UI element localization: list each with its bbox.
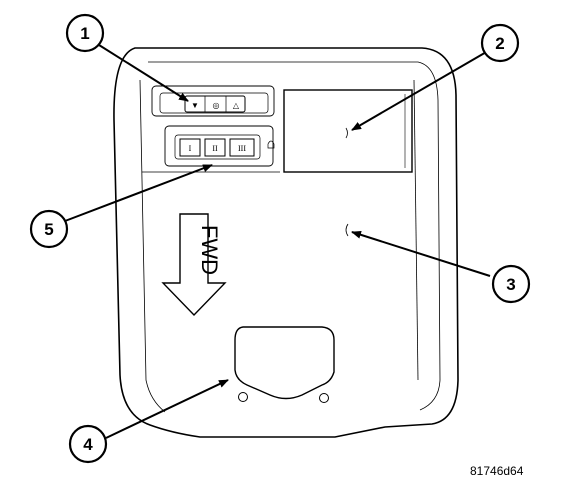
callout-1-label: 1 — [80, 24, 89, 43]
callout-5: 5 — [29, 209, 69, 249]
callout-1: 1 — [65, 13, 105, 53]
callout-4: 4 — [68, 424, 108, 464]
lamp-lens — [234, 326, 335, 403]
console-left-contour — [139, 79, 166, 413]
leader-line-2 — [351, 50, 489, 131]
console-inner-contour — [148, 61, 441, 411]
callout-4-label: 4 — [83, 435, 93, 454]
leader-line-3 — [351, 230, 491, 277]
leader-line-4 — [105, 379, 229, 439]
callout-5-label: 5 — [44, 220, 53, 239]
figure-id: 81746d64 — [470, 464, 524, 478]
callout-3: 3 — [491, 264, 531, 304]
callout-3-label: 3 — [506, 275, 515, 294]
upper-control-module: ▼ ◎ △ — [151, 85, 275, 117]
console-housing — [113, 47, 459, 438]
upper-button-1-glyph[interactable]: ▼ — [191, 101, 199, 110]
lower-button-3-glyph[interactable]: III — [238, 144, 246, 153]
lower-button-1-glyph[interactable]: I — [189, 144, 192, 153]
callout-2: 2 — [480, 23, 520, 63]
upper-button-2-glyph[interactable]: ◎ — [213, 101, 220, 110]
console-right-groove — [413, 79, 419, 381]
lower-button-2-glyph[interactable]: II — [212, 144, 218, 153]
small-indicator-icon — [267, 140, 275, 149]
fwd-arrow: FWD — [161, 213, 227, 317]
leader-line-1 — [98, 44, 189, 102]
upper-button-3-glyph[interactable]: △ — [233, 101, 240, 110]
console-surface-mark — [345, 223, 349, 237]
callout-2-label: 2 — [495, 34, 504, 53]
leader-line-5 — [64, 164, 213, 222]
lower-control-module: I II III — [164, 125, 275, 167]
display-panel — [283, 89, 413, 173]
fwd-label: FWD — [197, 225, 222, 275]
